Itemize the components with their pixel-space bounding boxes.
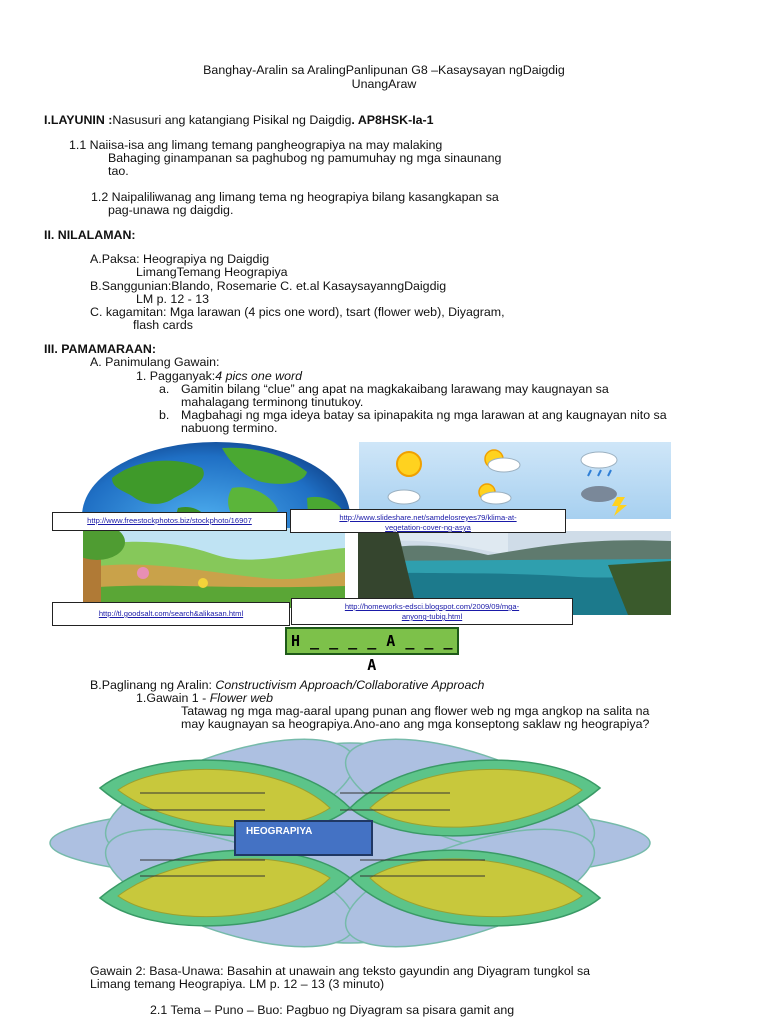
pamamaraan-heading: III. PAMAMARAAN:	[44, 342, 156, 356]
weather-image-link-line2[interactable]: vegetation-cover-ng-asya	[385, 523, 471, 532]
gawain2-line2: Limang temang Heograpiya. LM p. 12 – 13 …	[90, 977, 385, 991]
lake-image-link-line1[interactable]: http://homeworks-edsci.blogspot.com/2009…	[344, 602, 520, 611]
rain-cloud-icon	[580, 451, 618, 477]
lake-image-link-line2[interactable]: anyong-tubig.html	[401, 612, 463, 621]
landscape-image-link[interactable]: http://tl.goodsalt.com/search&alikasan.h…	[52, 602, 290, 626]
document-title: Banghay-Aralin sa AralingPanlipunan G8 –…	[203, 63, 565, 77]
layunin-code: . AP8HSK-Ia-1	[351, 113, 434, 127]
nilalaman-heading: II. NILALAMAN:	[44, 228, 136, 242]
paglinang-label: B.Paglinang ng Aralin:	[90, 678, 216, 692]
nilalaman-paksa-sub: LimangTemang Heograpiya	[136, 265, 288, 279]
earth-image-link[interactable]: http://www.freestockphotos.biz/stockphot…	[52, 512, 287, 531]
landscape-image-link-text[interactable]: http://tl.goodsalt.com/search&alikasan.h…	[98, 609, 244, 618]
earth-image-link-text[interactable]: http://www.freestockphotos.biz/stockphot…	[87, 516, 252, 525]
petal-top-right	[369, 768, 583, 828]
pamamaraan-a-a-line2: mahalagang terminong tinutukoy.	[181, 395, 364, 409]
gawain2-line3: 2.1 Tema – Puno – Buo: Pagbuo ng Diyagra…	[150, 1003, 515, 1017]
landscape-image	[83, 528, 345, 608]
paglinang-heading: B.Paglinang ng Aralin: Constructivism Ap…	[90, 678, 484, 692]
nilalaman-sanggunian: B.Sanggunian:Blando, Rosemarie C. et.al …	[90, 279, 447, 293]
pamamaraan-a1: 1. Pagganyak:4 pics one word	[136, 369, 302, 383]
petal-bottom-right	[369, 858, 583, 918]
layunin-item1-line1: 1.1 Naiisa-isa ang limang temang pangheo…	[69, 138, 443, 152]
pagganyak-label: 1. Pagganyak:	[136, 369, 216, 383]
weather-image	[359, 442, 671, 519]
pamamaraan-a-a-line1: Gamitin bilang “clue” ang apat na magkak…	[181, 382, 609, 396]
cloud-icon	[387, 489, 421, 505]
gawain1-desc-line1: Tatawag ng mga mag-aaral upang punan ang…	[181, 704, 650, 718]
nilalaman-kagamitan: C. kagamitan: Mga larawan (4 pics one wo…	[90, 305, 505, 319]
layunin-label: I.LAYUNIN :	[44, 113, 113, 127]
layunin-item2-line2: pag-unawa ng daigdig.	[108, 203, 234, 217]
layunin-heading: I.LAYUNIN :Nasusuri ang katangiang Pisik…	[44, 113, 434, 127]
gawain1-heading: 1.Gawain 1 - Flower web	[136, 691, 273, 705]
pamamaraan-a-a-marker: a.	[159, 382, 170, 396]
pamamaraan-a-b-line1: Magbahagi ng mga ideya batay sa ipinapak…	[181, 408, 667, 422]
flower-web-diagram	[30, 738, 670, 948]
sun-cloud-icon-2	[478, 483, 512, 505]
layunin-text: Nasusuri ang katangiang Pisikal ng Daigd…	[112, 113, 352, 127]
layunin-item1-line3: tao.	[108, 164, 129, 178]
gawain1-title: Flower web	[209, 691, 274, 705]
petal-bottom-left	[117, 858, 331, 918]
sun-cloud-icon	[484, 449, 521, 473]
gawain1-label: 1.Gawain 1 -	[136, 691, 210, 705]
gawain2-line1: Gawain 2: Basa-Unawa: Basahin at unawain…	[90, 964, 591, 978]
layunin-item1-line2: Bahaging ginampanan sa paghubog ng pamum…	[108, 151, 502, 165]
flower-web-center: HEOGRAPIYA	[234, 820, 373, 856]
storm-cloud-icon	[581, 486, 627, 516]
lake-image-link[interactable]: http://homeworks-edsci.blogspot.com/2009…	[291, 598, 573, 625]
pamamaraan-a-b-line2: nabuong termino.	[181, 421, 278, 435]
gawain1-desc-line2: may kaugnayan sa heograpiya.Ano-ano ang …	[181, 717, 650, 731]
nilalaman-kagamitan-sub: flash cards	[133, 318, 193, 332]
paglinang-approach: Constructivism Approach/Collaborative Ap…	[215, 678, 485, 692]
nilalaman-sanggunian-sub: LM p. 12 - 13	[136, 292, 210, 306]
sun-icon	[396, 451, 422, 477]
pagganyak-italic: 4 pics one word	[215, 369, 303, 383]
weather-image-link-line1[interactable]: http://www.slideshare.net/samdelosreyes7…	[339, 513, 517, 522]
nilalaman-paksa: A.Paksa: Heograpiya ng Daigdig	[90, 252, 270, 266]
document-subtitle: UnangAraw	[351, 77, 417, 91]
weather-image-link[interactable]: http://www.slideshare.net/samdelosreyes7…	[290, 509, 566, 533]
word-puzzle-box: H _ _ _ _ A _ _ _ A	[285, 627, 459, 674]
pamamaraan-a-b-marker: b.	[159, 408, 170, 422]
layunin-item2-line1: 1.2 Naipaliliwanag ang limang tema ng he…	[91, 190, 499, 204]
pamamaraan-a: A. Panimulang Gawain:	[90, 355, 220, 369]
petal-top-left	[117, 768, 331, 828]
